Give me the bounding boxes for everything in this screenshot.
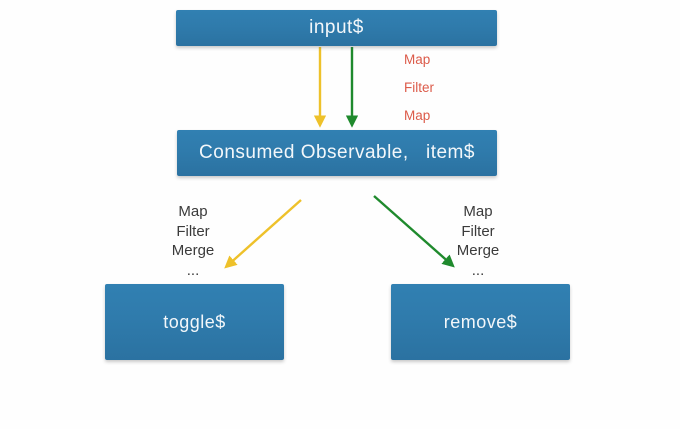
right-operator-labels: Map Filter Merge ... <box>433 202 523 280</box>
operator-label-map: Map <box>404 108 431 123</box>
operator-label-map: Map <box>404 52 431 67</box>
node-remove-stream: remove$ <box>391 284 570 360</box>
operator-label-filter: Filter <box>461 222 495 240</box>
operator-label-filter: Filter <box>176 222 210 240</box>
node-toggle-label: toggle$ <box>163 311 226 332</box>
left-operator-labels: Map Filter Merge ... <box>148 202 238 280</box>
node-remove-label: remove$ <box>443 311 518 332</box>
operator-label-map: Map <box>463 203 493 220</box>
node-input-stream: input$ <box>176 10 497 46</box>
node-consumed-observable: Consumed Observable, item$ <box>177 130 497 176</box>
operator-label-ellipsis: ... <box>186 261 200 279</box>
operator-label-merge: Merge <box>171 242 215 259</box>
node-consumed-label: Consumed Observable, item$ <box>199 142 475 163</box>
vertical-operator-labels: Map Filter Map <box>404 53 434 123</box>
operator-label-merge: Merge <box>456 242 500 259</box>
operator-label-ellipsis: ... <box>471 261 485 279</box>
operator-label-filter: Filter <box>404 80 434 95</box>
operator-label-map: Map <box>178 203 208 220</box>
node-toggle-stream: toggle$ <box>105 284 284 360</box>
consumed-to-toggle-yellow-arrow <box>224 199 302 269</box>
node-input-label: input$ <box>309 17 364 38</box>
